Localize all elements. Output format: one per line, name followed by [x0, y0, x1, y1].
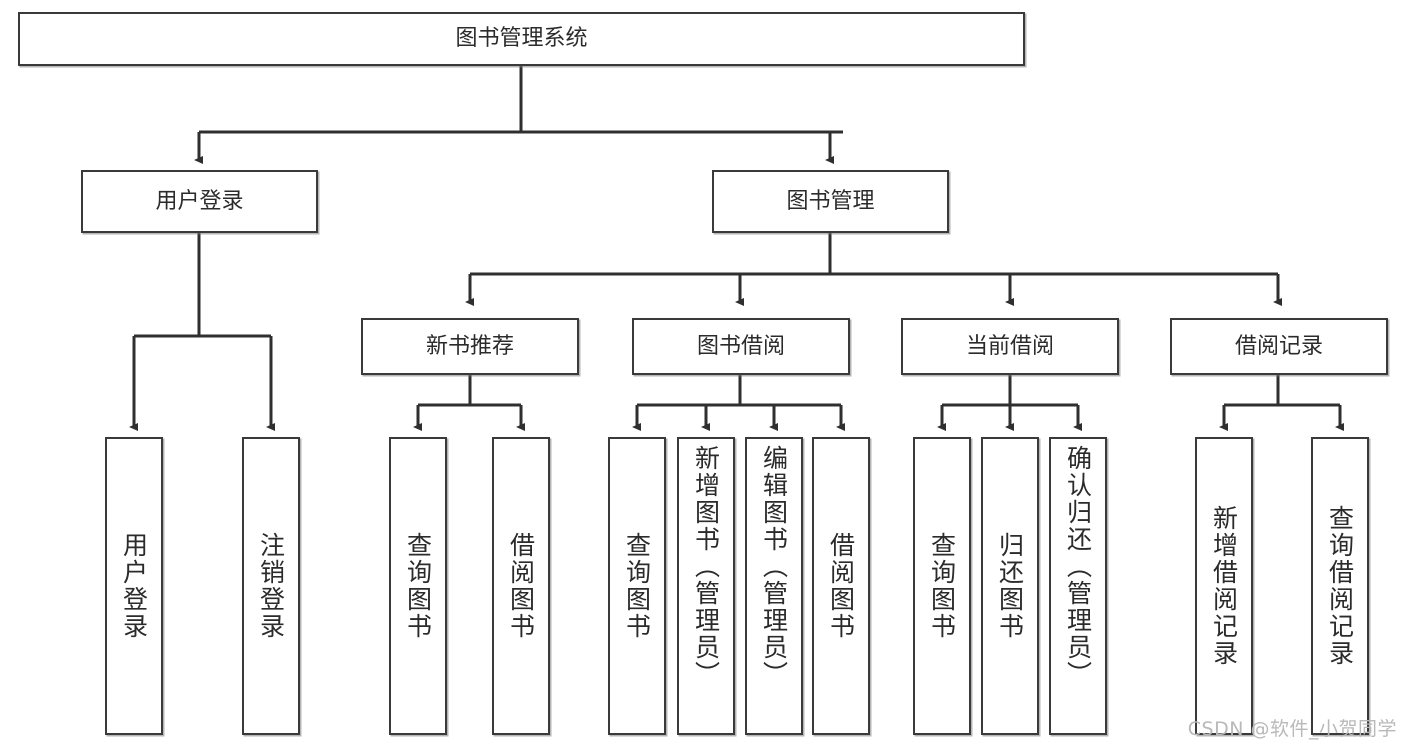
node-label: 图书借阅	[696, 333, 785, 359]
node-label: 用户登录	[119, 532, 149, 640]
node-label: 新书推荐	[425, 333, 514, 359]
node-user-login[interactable]: 用户登录	[81, 170, 318, 233]
leaf-current-query-books[interactable]: 查询图书	[913, 437, 971, 735]
node-borrow-records[interactable]: 借阅记录	[1170, 318, 1388, 375]
node-label: 新增借阅记录	[1209, 505, 1239, 667]
node-label: 新增图书（管理员）	[691, 445, 721, 688]
node-label: 注销登录	[256, 532, 286, 640]
node-label: 当前借阅	[965, 333, 1054, 359]
node-label: 图书管理系统	[455, 26, 588, 52]
node-book-management[interactable]: 图书管理	[712, 170, 949, 233]
node-current-borrow[interactable]: 当前借阅	[901, 318, 1119, 375]
node-label: 归还图书	[995, 532, 1025, 640]
node-label: 查询图书	[403, 532, 433, 640]
leaf-records-query-record[interactable]: 查询借阅记录	[1311, 437, 1369, 735]
leaf-borrow-edit-book-admin[interactable]: 编辑图书（管理员）	[745, 437, 803, 735]
leaf-current-return-books[interactable]: 归还图书	[981, 437, 1039, 735]
leaf-borrow-borrow-books[interactable]: 借阅图书	[812, 437, 870, 735]
node-label: 借阅记录	[1234, 333, 1323, 359]
node-label: 借阅图书	[506, 532, 536, 640]
leaf-user-login[interactable]: 用户登录	[105, 437, 163, 735]
node-root-book-management-system[interactable]: 图书管理系统	[18, 12, 1025, 66]
node-label: 借阅图书	[826, 532, 856, 640]
leaf-records-add-record[interactable]: 新增借阅记录	[1195, 437, 1253, 735]
node-label: 确认归还（管理员）	[1063, 445, 1093, 688]
leaf-current-confirm-return-admin[interactable]: 确认归还（管理员）	[1049, 437, 1107, 735]
leaf-newbook-query-books[interactable]: 查询图书	[389, 437, 447, 735]
node-label: 用户登录	[155, 188, 244, 214]
node-new-book-recommend[interactable]: 新书推荐	[361, 318, 579, 375]
node-label: 查询图书	[927, 532, 957, 640]
node-label: 图书管理	[786, 188, 875, 214]
node-label: 编辑图书（管理员）	[759, 445, 789, 688]
leaf-borrow-query-books[interactable]: 查询图书	[608, 437, 666, 735]
csdn-watermark: CSDN @软件_小贺同学	[1187, 718, 1397, 740]
leaf-newbook-borrow-books[interactable]: 借阅图书	[492, 437, 550, 735]
node-label: 查询图书	[622, 532, 652, 640]
node-book-borrow[interactable]: 图书借阅	[632, 318, 850, 375]
leaf-logout[interactable]: 注销登录	[242, 437, 300, 735]
leaf-borrow-add-book-admin[interactable]: 新增图书（管理员）	[677, 437, 735, 735]
node-label: 查询借阅记录	[1325, 505, 1355, 667]
